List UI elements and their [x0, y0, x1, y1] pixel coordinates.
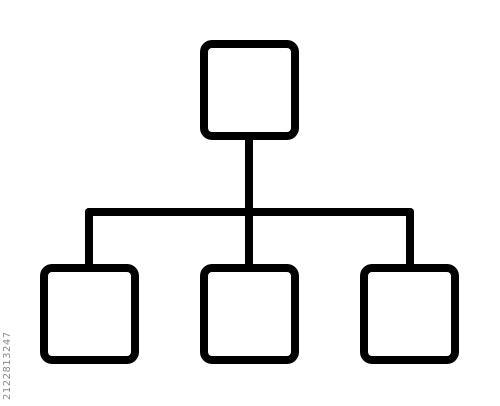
node-child-right [360, 264, 459, 364]
watermark-id-text: 2122813247 [2, 331, 13, 400]
node-root [200, 40, 299, 140]
node-child-middle [200, 264, 299, 364]
node-child-left [40, 264, 139, 364]
